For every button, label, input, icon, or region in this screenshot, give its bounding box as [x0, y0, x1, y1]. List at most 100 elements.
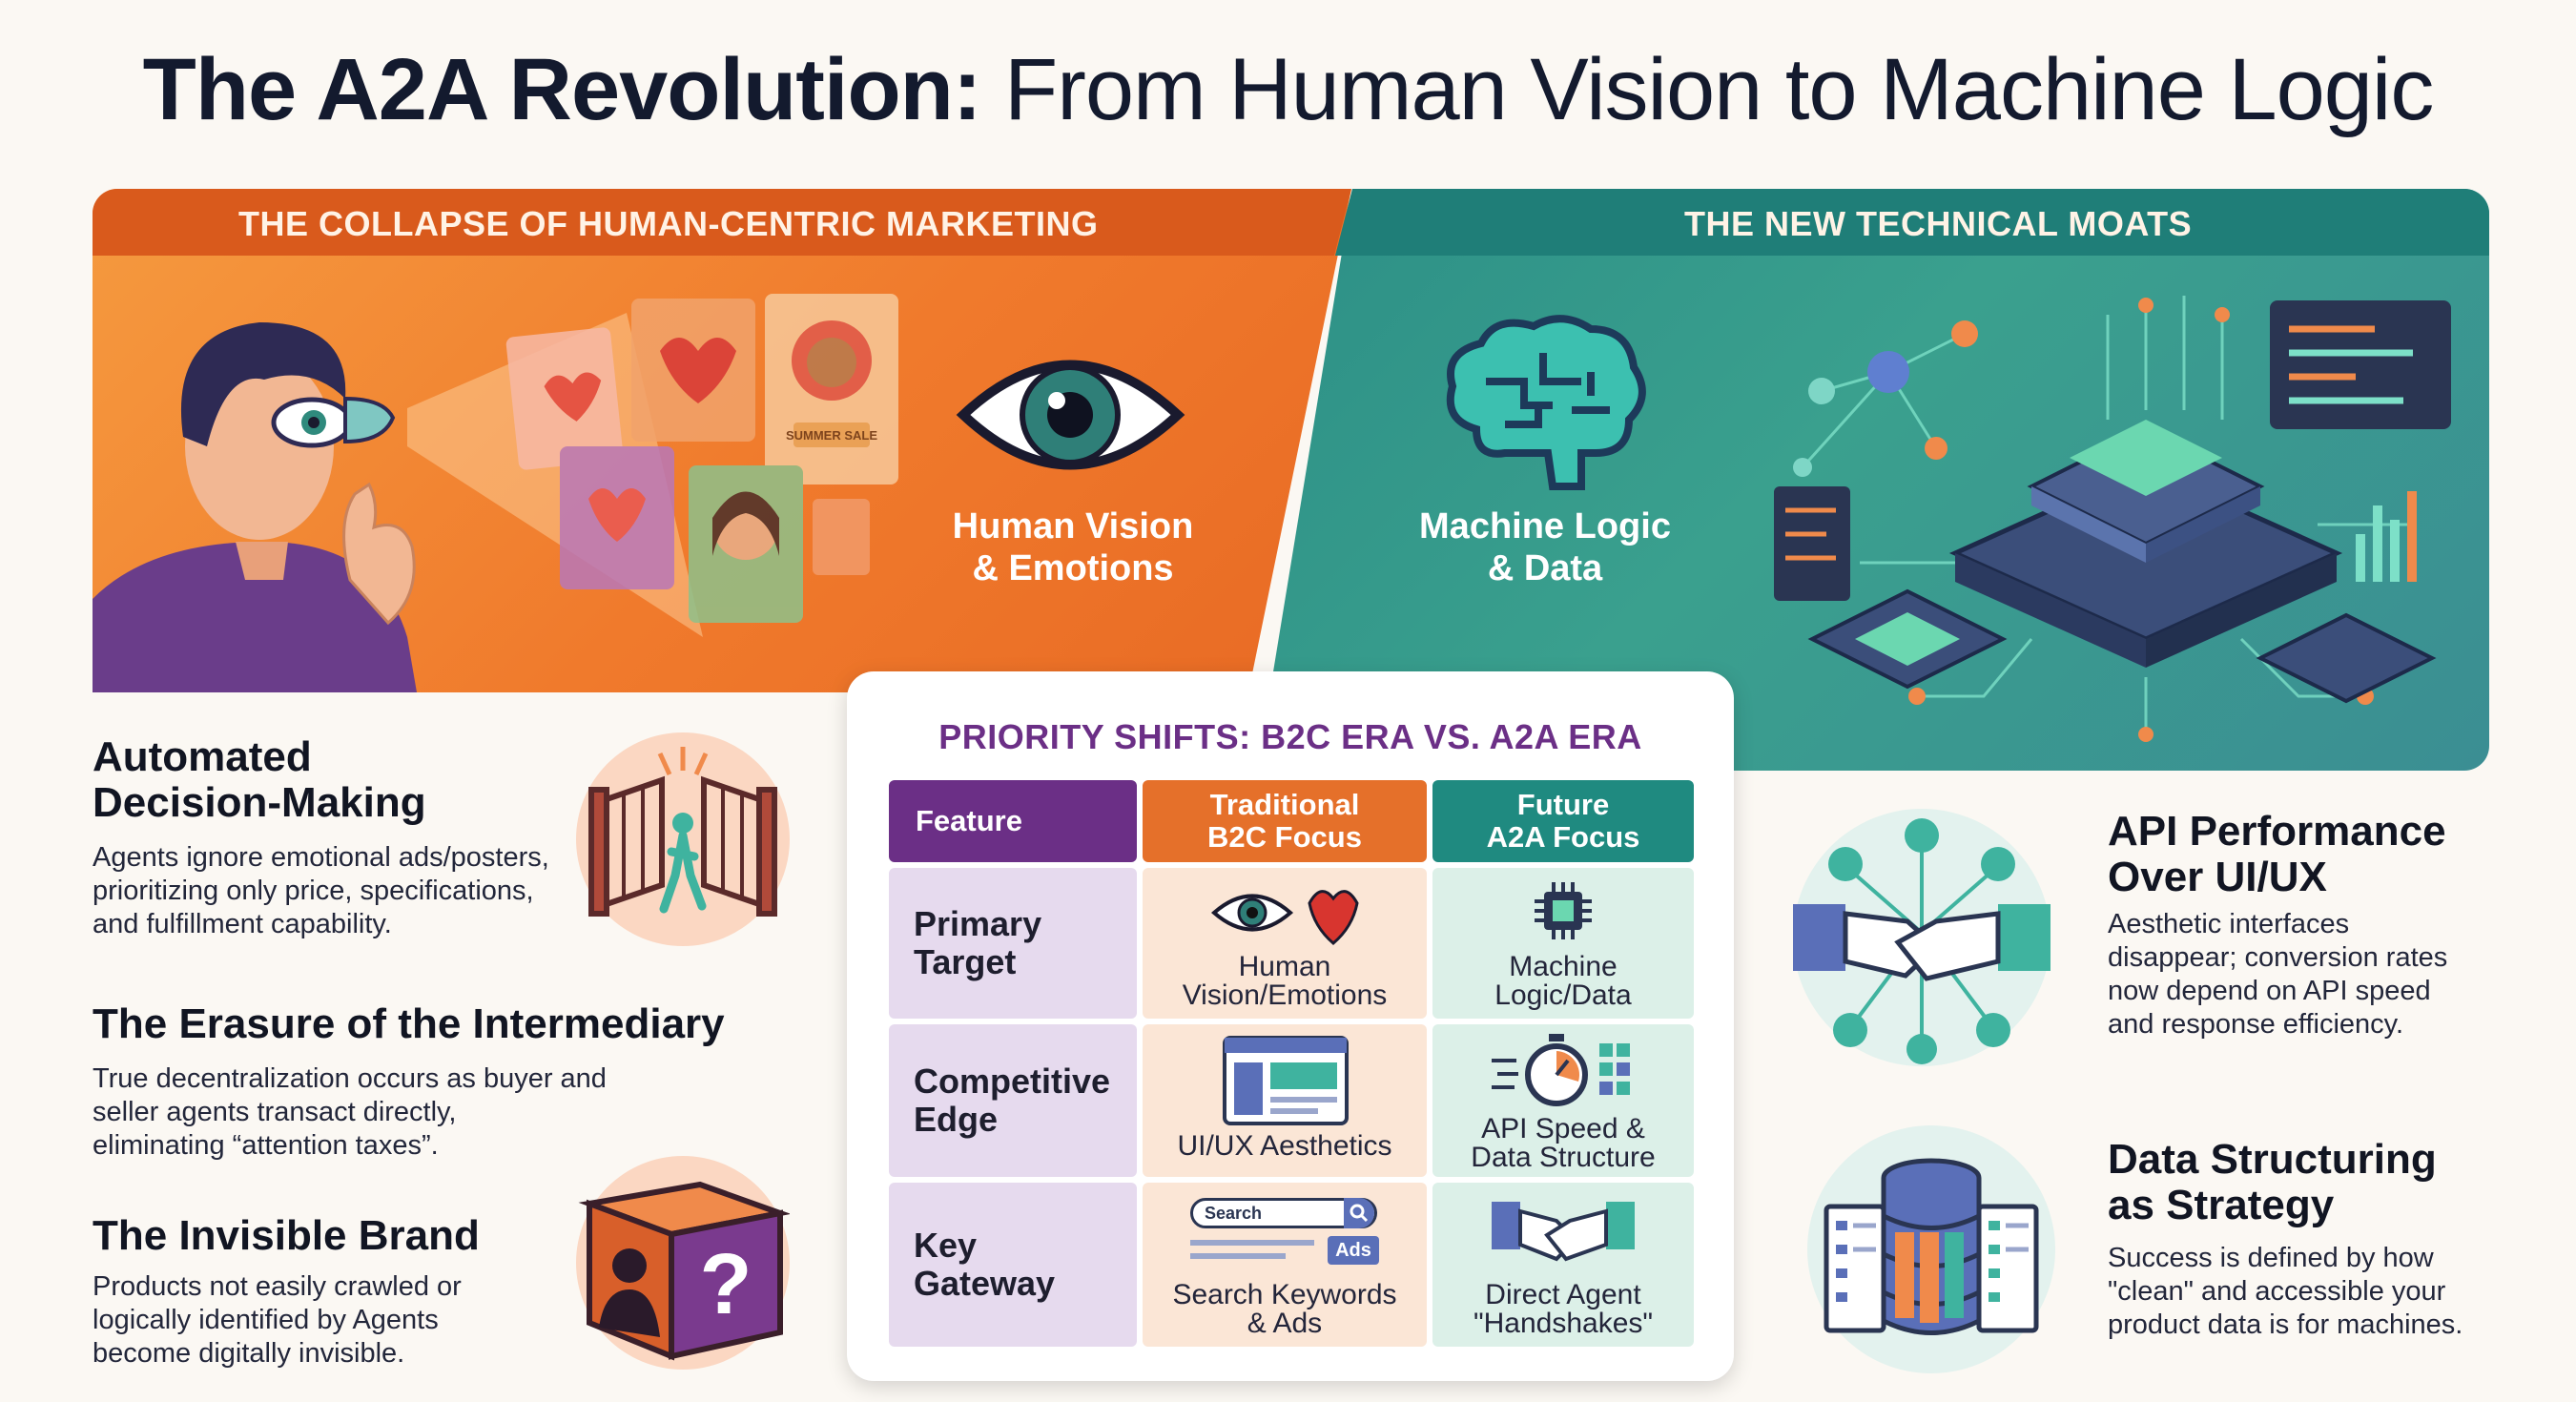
row-label-line1: Competitive — [914, 1062, 1111, 1101]
search-icon — [1344, 1198, 1374, 1228]
point-erasure-body: True decentralization occurs as buyer an… — [93, 1062, 607, 1163]
person-figure — [93, 322, 417, 692]
stopwatch-icon — [1492, 1034, 1630, 1106]
point-erasure-heading: The Erasure of the Intermediary — [93, 1000, 725, 1047]
row-label-key-gateway: Key Gateway — [889, 1183, 1137, 1347]
cell-text-line1: API Speed & — [1481, 1113, 1645, 1144]
right-center-label: Machine Logic & Data — [1392, 505, 1698, 589]
header-b2c-line2: B2C Focus — [1207, 820, 1362, 854]
title-rest: From Human Vision to Machine Logic — [980, 41, 2434, 138]
body-line3: product data is for machines. — [2108, 1309, 2463, 1340]
point-api-performance-heading: API Performance Over UI/UX — [2108, 809, 2446, 900]
body-line2: prioritizing only price, specifications, — [93, 876, 534, 906]
eye-icon — [956, 360, 1185, 470]
cell-b2c-key-gateway: Search Ads Search Keywords & Ads — [1143, 1183, 1427, 1347]
heading-line2: Over UI/UX — [2108, 854, 2327, 900]
handshake-network-icon — [1793, 809, 2050, 1066]
banner-left-heading: THE COLLAPSE OF HUMAN-CENTRIC MARKETING — [238, 204, 1099, 243]
web-layout-icon — [1223, 1036, 1349, 1125]
body-line3: and fulfillment capability. — [93, 909, 392, 939]
row-label-line1: Primary — [914, 904, 1042, 943]
body-line2: disappear; conversion rates — [2108, 942, 2448, 973]
cell-a2a-primary-target: Machine Logic/Data — [1432, 868, 1694, 1019]
body-line2: seller agents transact directly, — [93, 1097, 457, 1127]
body-line3: now depend on API speed — [2108, 976, 2431, 1006]
header-b2c: Traditional B2C Focus — [1143, 780, 1427, 862]
left-center-label-line1: Human Vision — [952, 506, 1194, 546]
cell-text-line1: Search Keywords — [1172, 1279, 1397, 1310]
ads-badge: Ads — [1328, 1236, 1379, 1265]
banner-right-header — [1335, 189, 2489, 256]
cell-text-line1: Human — [1238, 951, 1331, 982]
cell-text-line2: Data Structure — [1471, 1142, 1656, 1173]
body-line1: True decentralization occurs as buyer an… — [93, 1063, 607, 1094]
mystery-box-icon: ? — [576, 1156, 792, 1370]
header-a2a-line1: Future — [1516, 788, 1610, 821]
database-icon — [1807, 1125, 2055, 1373]
cell-text-line2: Logic/Data — [1494, 979, 1632, 1011]
row-label-line2: Target — [914, 942, 1017, 981]
row-label-line2: Gateway — [914, 1264, 1056, 1303]
brain-icon — [1446, 315, 1646, 490]
body-line1: Agents ignore emotional ads/posters, — [93, 842, 549, 873]
banner-right-heading: THE NEW TECHNICAL MOATS — [1684, 204, 2193, 243]
cell-a2a-competitive-edge: API Speed & Data Structure — [1432, 1024, 1694, 1177]
row-label-line1: Key — [914, 1226, 978, 1265]
body-line1: Success is defined by how — [2108, 1243, 2434, 1273]
gate-icon — [576, 732, 790, 946]
heading-line2: Decision-Making — [93, 779, 426, 826]
row-label-primary-target: Primary Target — [889, 868, 1137, 1019]
header-a2a: Future A2A Focus — [1432, 780, 1694, 862]
cell-b2c-competitive-edge: UI/UX Aesthetics — [1143, 1024, 1427, 1177]
heading-line1: Automated — [93, 733, 312, 780]
cell-text-line1: UI/UX Aesthetics — [1177, 1130, 1392, 1162]
title-bold: The A2A Revolution: — [142, 41, 982, 138]
right-center-label-line1: Machine Logic — [1419, 506, 1671, 546]
point-data-structuring-body: Success is defined by how "clean" and ac… — [2108, 1242, 2463, 1342]
eye-heart-icon — [1210, 890, 1359, 945]
right-center-label-line2: & Data — [1487, 548, 1603, 588]
header-b2c-line1: Traditional — [1209, 788, 1360, 821]
point-automated-decision-heading: Automated Decision-Making — [93, 734, 426, 826]
result-line — [1190, 1240, 1314, 1246]
heading-line1: Data Structuring — [2108, 1136, 2437, 1183]
header-a2a-line2: A2A Focus — [1486, 820, 1640, 854]
point-invisible-brand-body: Products not easily crawled or logically… — [93, 1270, 462, 1371]
cell-text-line2: & Ads — [1247, 1308, 1323, 1339]
row-label-competitive-edge: Competitive Edge — [889, 1024, 1137, 1177]
header-feature: Feature — [889, 780, 1137, 862]
row-label-line2: Edge — [914, 1100, 999, 1139]
body-line3: become digitally invisible. — [93, 1338, 405, 1369]
cell-text-line1: Machine — [1509, 951, 1618, 982]
table-title: PRIORITY SHIFTS: B2C ERA VS. A2A ERA — [938, 717, 1642, 756]
left-center-label: Human Vision & Emotions — [916, 505, 1230, 589]
cell-a2a-key-gateway: Direct Agent "Handshakes" — [1432, 1183, 1694, 1347]
search-bar: Search — [1190, 1198, 1377, 1228]
handshake-icon — [1492, 1202, 1635, 1262]
cell-text-line1: Direct Agent — [1485, 1279, 1641, 1310]
point-automated-decision-body: Agents ignore emotional ads/posters, pri… — [93, 841, 549, 941]
heading-line1: API Performance — [2108, 808, 2446, 855]
chip-icon — [1535, 882, 1592, 939]
ad-poster-text: SUMMER SALE — [786, 428, 877, 443]
point-data-structuring-heading: Data Structuring as Strategy — [2108, 1137, 2437, 1228]
body-line1: Aesthetic interfaces — [2108, 909, 2350, 939]
heading-line2: as Strategy — [2108, 1182, 2335, 1228]
body-line1: Products not easily crawled or — [93, 1271, 462, 1302]
circuit-server-illustration — [1774, 296, 2451, 742]
left-center-label-line2: & Emotions — [972, 548, 1174, 588]
human-vision-illustration: SUMMER SALE — [93, 294, 898, 692]
cell-text-line2: Vision/Emotions — [1182, 979, 1388, 1011]
search-placeholder: Search — [1205, 1204, 1263, 1223]
body-line3: eliminating “attention taxes”. — [93, 1130, 439, 1161]
cell-b2c-primary-target: Human Vision/Emotions — [1143, 868, 1427, 1019]
cell-text-line2: "Handshakes" — [1473, 1308, 1654, 1339]
body-line2: "clean" and accessible your — [2108, 1276, 2446, 1307]
point-invisible-brand-heading: The Invisible Brand — [93, 1212, 480, 1259]
body-line2: logically identified by Agents — [93, 1305, 439, 1335]
page-title: The A2A Revolution: From Human Vision to… — [0, 40, 2576, 140]
point-api-performance-body: Aesthetic interfaces disappear; conversi… — [2108, 908, 2447, 1041]
svg-text:?: ? — [700, 1237, 752, 1332]
result-line — [1190, 1253, 1286, 1259]
banner-left-header — [93, 189, 1351, 256]
